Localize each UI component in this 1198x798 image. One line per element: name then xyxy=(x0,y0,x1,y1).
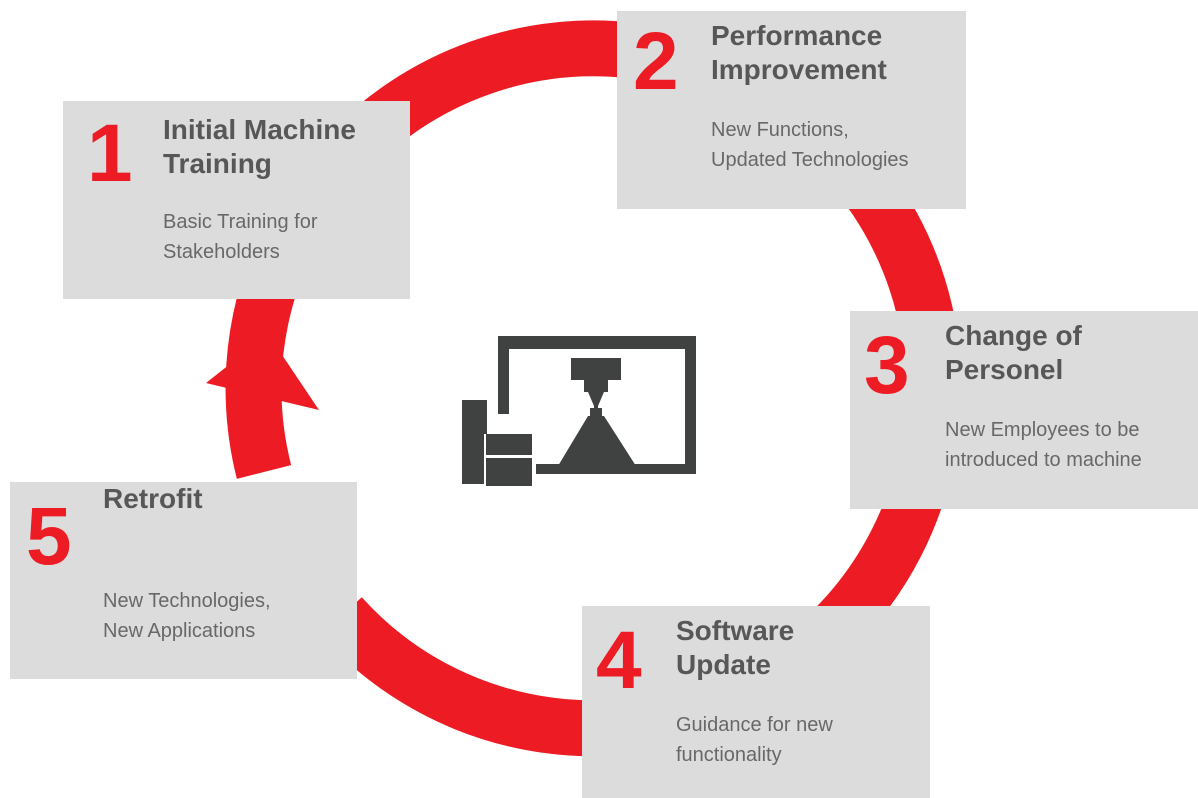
step-card-5: 5 Retrofit New Technologies, New Applica… xyxy=(10,482,357,679)
step-title: Performance Improvement xyxy=(711,20,887,85)
machine-crossbeam xyxy=(498,336,696,349)
machine-spindle-head xyxy=(571,358,621,380)
machine-operator-panel xyxy=(484,434,532,486)
machine-panel-gap xyxy=(484,434,486,486)
machine-control-cabinet xyxy=(462,400,487,484)
step-card-4: 4 Software Update Guidance for new funct… xyxy=(582,606,930,798)
machine-workpiece xyxy=(558,416,636,466)
step-description: New Technologies, New Applications xyxy=(103,590,271,642)
machine-tool xyxy=(594,392,598,412)
cnc-machine-icon xyxy=(462,336,696,486)
cycle-arrowhead xyxy=(206,334,319,410)
step-card-1: 1 Initial Machine Training Basic Trainin… xyxy=(63,101,410,299)
machine-left-column xyxy=(498,336,509,414)
step-number: 3 xyxy=(864,320,910,411)
machine-workpiece-top xyxy=(590,408,602,416)
step-number: 5 xyxy=(26,491,72,582)
step-number: 4 xyxy=(596,615,642,706)
step-description: Guidance for new functionality xyxy=(676,714,833,766)
machine-base-rail xyxy=(536,464,696,474)
step-title: Retrofit xyxy=(103,483,203,514)
machine-spindle xyxy=(584,380,608,392)
step-description: New Functions, Updated Technologies xyxy=(711,119,909,171)
step-card-2: 2 Performance Improvement New Functions,… xyxy=(617,11,966,209)
machine-panel-slot xyxy=(484,455,532,458)
step-title: Software Update xyxy=(676,615,795,680)
step-title: Change of Personel xyxy=(945,320,1082,385)
machine-right-column xyxy=(685,336,696,474)
step-number: 2 xyxy=(633,16,679,107)
step-description: Basic Training for Stakeholders xyxy=(163,211,318,263)
step-card-3: 3 Change of Personel New Employees to be… xyxy=(850,311,1198,509)
step-title: Initial Machine Training xyxy=(163,114,356,179)
step-number: 1 xyxy=(87,108,133,199)
step-description: New Employees to be introduced to machin… xyxy=(945,419,1142,471)
